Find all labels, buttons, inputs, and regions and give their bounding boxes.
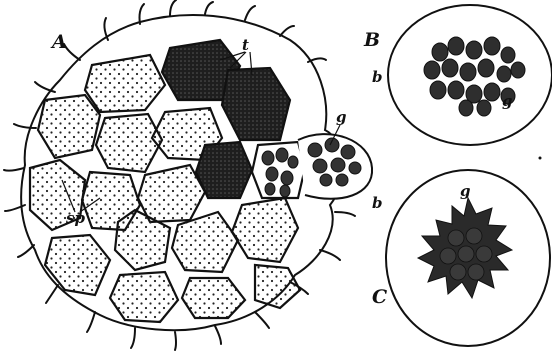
label-g-b: g <box>502 92 513 110</box>
panel-b: B b g <box>363 5 552 145</box>
stray-dot <box>539 157 542 160</box>
label-sp: sp <box>66 209 85 227</box>
label-g-a: g <box>336 108 347 126</box>
panel-a-label: A <box>50 31 67 53</box>
label-b-b: b <box>372 68 383 86</box>
panel-c: C b g <box>372 170 550 346</box>
dark-cell <box>196 142 252 198</box>
spore-cell <box>252 142 305 198</box>
spore-sac <box>298 134 372 199</box>
panel-a-colony: A t g sp <box>4 0 372 350</box>
label-g-c: g <box>460 182 471 200</box>
label-t: t <box>242 36 249 54</box>
panel-b-label: B <box>363 29 380 51</box>
label-b-c: b <box>372 194 383 212</box>
panel-c-label: C <box>372 286 387 308</box>
